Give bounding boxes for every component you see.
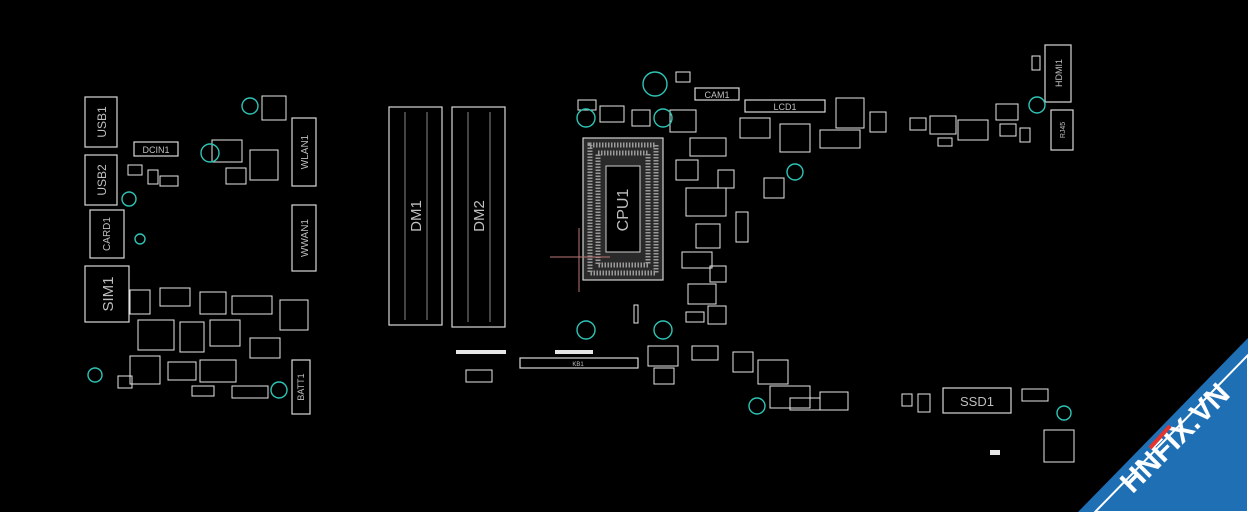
usb1-connector: USB1 <box>84 96 118 148</box>
mounting-hole <box>653 108 673 128</box>
mounting-hole <box>748 397 766 415</box>
lcd1-label: LCD1 <box>773 102 796 112</box>
mounting-holes <box>87 71 1072 421</box>
dcin1-connector: DCIN1 <box>133 141 179 157</box>
batt1-connector: BATT1 <box>291 359 311 415</box>
dm2-slot: DM2 <box>451 106 506 328</box>
card1-slot: CARD1 <box>89 209 125 259</box>
kb1-connector: KB1 <box>456 350 639 383</box>
mounting-hole <box>134 233 146 245</box>
mounting-hole <box>270 381 288 399</box>
sim1-slot: SIM1 <box>84 265 130 323</box>
mounting-hole <box>200 143 220 163</box>
dm2-label: DM2 <box>471 200 488 232</box>
wlan1-slot: WLAN1 <box>291 117 317 187</box>
component-cluster-left <box>117 95 309 399</box>
sim1-label: SIM1 <box>100 276 117 311</box>
mounting-hole <box>1028 96 1046 114</box>
cpu1-package: CPU1 <box>550 137 664 292</box>
mounting-hole <box>642 71 668 97</box>
watermark: HNFIX.VN <box>1078 338 1248 512</box>
cpu1-label: CPU1 <box>615 189 632 232</box>
usb2-connector: USB2 <box>84 154 118 206</box>
dm1-slot: DM1 <box>388 106 443 326</box>
cam1-label: CAM1 <box>704 90 729 100</box>
mounting-hole <box>87 367 103 383</box>
ssd1-label: SSD1 <box>960 394 994 409</box>
card1-label: CARD1 <box>102 217 113 251</box>
usb2-label: USB2 <box>95 164 109 196</box>
mounting-hole <box>653 320 673 340</box>
mounting-hole <box>576 108 596 128</box>
watermark-accent-icon <box>1148 424 1172 450</box>
hdmi1-label: HDMI1 <box>1054 59 1064 87</box>
ssd1-connector: SSD1 <box>942 387 1012 414</box>
cam1-connector: CAM1 <box>694 87 740 101</box>
mounting-hole <box>241 97 259 115</box>
dm1-label: DM1 <box>408 200 425 232</box>
hdmi1-connector: HDMI1 <box>1044 44 1072 103</box>
kb1-label: KB1 <box>572 362 584 368</box>
dcin1-label: DCIN1 <box>142 145 169 155</box>
lcd1-connector: LCD1 <box>744 99 826 113</box>
wwan1-slot: WWAN1 <box>291 204 317 272</box>
rj45-label: RJ45 <box>1060 122 1067 138</box>
mounting-hole <box>576 320 596 340</box>
usb1-label: USB1 <box>95 106 109 138</box>
rj45-connector: RJ45 <box>1050 109 1074 151</box>
component-cluster-right <box>909 55 1041 147</box>
component-cluster-bottom-right <box>901 388 1075 463</box>
mounting-hole <box>121 191 137 207</box>
watermark-stripe <box>1093 353 1248 512</box>
batt1-label: BATT1 <box>296 373 306 400</box>
mounting-hole <box>786 163 804 181</box>
watermark-banner <box>1078 338 1248 512</box>
wlan1-label: WLAN1 <box>300 134 311 169</box>
component-cluster-center <box>577 71 887 411</box>
mounting-hole <box>1056 405 1072 421</box>
wwan1-label: WWAN1 <box>300 219 311 257</box>
